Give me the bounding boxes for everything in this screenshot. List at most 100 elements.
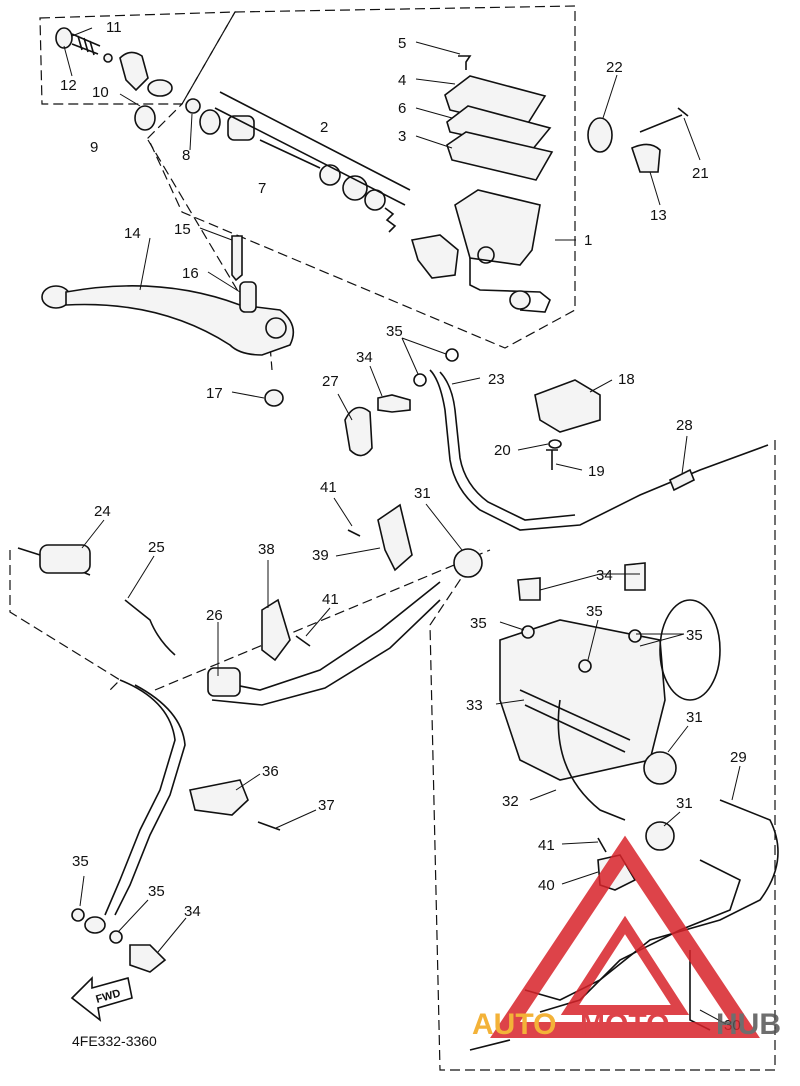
label-35-right-1: 35	[470, 615, 487, 632]
label-10: 10	[92, 84, 109, 101]
part-labels: 11 12 10 9 8 2 7 5 4 6 3 1 22 21 13 14 1…	[60, 19, 747, 1034]
label-6: 6	[398, 100, 406, 117]
part-21-screw	[639, 107, 689, 133]
diagram-code: 4FE332-3360	[72, 1033, 157, 1049]
part-2-piston-kit	[199, 91, 411, 233]
part-36-clamp	[189, 779, 249, 816]
label-35-left-1: 35	[72, 853, 89, 870]
label-35-right-2: 35	[586, 603, 603, 620]
part-5-screw	[458, 55, 472, 70]
part-31-grommet-right	[645, 821, 675, 851]
label-16: 16	[182, 265, 199, 282]
part-13-holder	[631, 143, 661, 173]
label-1: 1	[584, 232, 592, 249]
label-3: 3	[398, 128, 406, 145]
part-31-grommet-top	[453, 548, 483, 578]
part-17-cap	[264, 389, 284, 407]
label-25: 25	[148, 539, 165, 556]
label-5: 5	[398, 35, 406, 52]
part-26-fitting	[207, 667, 241, 697]
part-24-fitting	[39, 544, 91, 574]
label-41-top: 41	[320, 479, 337, 496]
part-abs-unit	[499, 599, 721, 785]
label-7: 7	[258, 180, 266, 197]
label-41-lower: 41	[538, 837, 555, 854]
label-13: 13	[650, 207, 667, 224]
leader-lines	[63, 27, 741, 1025]
part-39-bracket	[377, 503, 413, 572]
label-18: 18	[618, 371, 635, 388]
part-34-bolt-right-1	[517, 577, 541, 601]
part-35-washer-left-2	[109, 930, 123, 944]
watermark-text-auto: AUTO	[472, 1008, 556, 1041]
automotohub-watermark-logo: AUTO MOTO HUB	[472, 835, 781, 1041]
label-20: 20	[494, 442, 511, 459]
part-10-boot	[119, 51, 173, 131]
part-15-bolt	[231, 235, 243, 282]
part-34-banjo-bolt-top	[377, 394, 411, 413]
part-6-plate	[446, 105, 552, 151]
part-41-screw-b	[295, 635, 311, 647]
part-29-pipe	[524, 799, 779, 1001]
part-4-cap	[444, 75, 547, 129]
label-37: 37	[318, 797, 335, 814]
part-18-switch	[534, 379, 601, 433]
label-8: 8	[182, 147, 190, 164]
part-35-washer-right-3	[628, 629, 642, 643]
part-32-pipe	[557, 699, 626, 821]
label-4: 4	[398, 72, 406, 89]
label-39: 39	[312, 547, 329, 564]
part-lower-left-hose	[104, 679, 176, 916]
label-27: 27	[322, 373, 339, 390]
boundary-lever-link	[147, 139, 273, 371]
fwd-arrow-icon: FWD	[70, 976, 133, 1022]
label-9: 9	[90, 139, 98, 156]
label-34-top: 34	[356, 349, 373, 366]
label-31-top: 31	[414, 485, 431, 502]
part-41-screw-c	[597, 837, 607, 853]
watermark-text-moto: MOTO	[580, 1008, 669, 1041]
boundary-right-assembly	[429, 440, 776, 1071]
label-35-top: 35	[386, 323, 403, 340]
part-11-12-spring-cap	[55, 27, 113, 63]
label-23: 23	[488, 371, 505, 388]
label-33: 33	[466, 697, 483, 714]
part-26-hose	[209, 581, 441, 691]
watermark-text-hub: HUB	[716, 1008, 781, 1041]
part-34-bolt-right-2	[624, 562, 646, 591]
part-3-diaphragm	[446, 131, 554, 181]
label-28: 28	[676, 417, 693, 434]
label-14: 14	[124, 225, 141, 242]
label-17: 17	[206, 385, 223, 402]
part-34-bolt-left	[129, 944, 167, 973]
part-19-screw	[546, 449, 558, 470]
label-15: 15	[174, 221, 191, 238]
part-25-pipe	[124, 599, 176, 656]
label-34-left: 34	[184, 903, 201, 920]
part-35-washer-right-1	[521, 625, 535, 639]
boundary-left-hose	[154, 549, 491, 691]
part-8-ring	[185, 98, 201, 114]
label-36: 36	[262, 763, 279, 780]
part-35-washer-right-2	[578, 659, 592, 673]
part-1-master-cylinder	[410, 189, 551, 313]
part-28-fitting	[668, 468, 696, 492]
label-41-mid: 41	[322, 591, 339, 608]
boundary-master-cylinder	[147, 5, 576, 349]
label-2: 2	[320, 119, 328, 136]
label-31-lower: 31	[676, 795, 693, 812]
part-22-cap	[587, 117, 613, 153]
part-23-hose	[429, 369, 769, 531]
label-24: 24	[94, 503, 111, 520]
label-12: 12	[60, 77, 77, 94]
label-34-right: 34	[596, 567, 613, 584]
label-35-left-2: 35	[148, 883, 165, 900]
boundary-left-assembly	[9, 550, 121, 691]
part-35-washer-top-2	[445, 348, 459, 362]
part-lower-left-fitting	[84, 916, 106, 934]
label-31-right: 31	[686, 709, 703, 726]
part-37-bolt	[257, 821, 281, 831]
label-29: 29	[730, 749, 747, 766]
label-19: 19	[588, 463, 605, 480]
